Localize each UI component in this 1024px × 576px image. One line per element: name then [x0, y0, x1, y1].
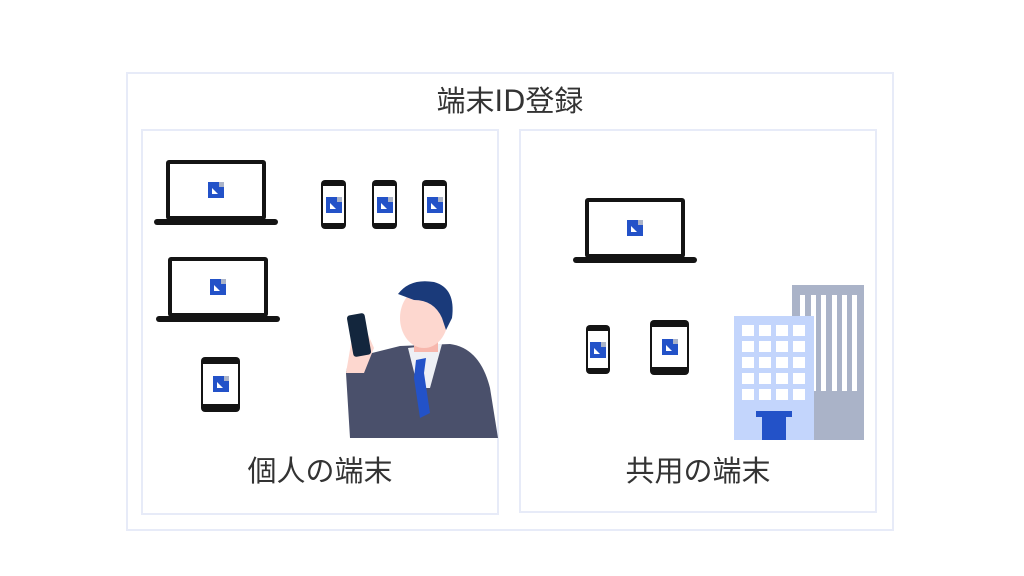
app-icon [325, 196, 342, 213]
building-window [759, 373, 771, 384]
building-window [742, 373, 754, 384]
shared-devices-panel [519, 129, 877, 513]
laptop-icon [156, 257, 280, 323]
app-icon [627, 220, 643, 236]
building-window [793, 341, 805, 352]
smartphone-icon [321, 180, 346, 229]
businessman-illustration [346, 281, 498, 438]
personal-devices-label: 個人の端末 [247, 454, 393, 488]
app-icon [212, 376, 229, 392]
building-window [759, 389, 771, 400]
smartphone-icon [372, 180, 397, 229]
building-window [776, 357, 788, 368]
app-icon [661, 339, 678, 355]
app-icon [208, 182, 224, 198]
laptop-icon [154, 160, 278, 226]
building-window [759, 357, 771, 368]
building-window [742, 389, 754, 400]
tablet-icon [201, 357, 240, 412]
shared-devices-label: 共用の端末 [625, 454, 771, 488]
smartphone-icon [422, 180, 447, 229]
app-icon [426, 196, 443, 213]
building-window [742, 341, 754, 352]
page-title: 端末ID登録 [436, 84, 584, 118]
laptop-icon [573, 198, 697, 264]
building-window [793, 357, 805, 368]
building-window [742, 325, 754, 336]
building-window [759, 341, 771, 352]
smartphone-icon [586, 325, 610, 374]
app-icon [210, 279, 226, 295]
building-window [793, 373, 805, 384]
building-window [776, 341, 788, 352]
building-window [776, 325, 788, 336]
office-building-illustration [734, 285, 864, 440]
app-icon [376, 196, 393, 213]
app-icon [590, 341, 606, 358]
building-window [776, 373, 788, 384]
tablet-icon [650, 320, 689, 375]
building-window [793, 325, 805, 336]
building-window [776, 389, 788, 400]
personal-devices-panel [141, 129, 499, 515]
building-window [759, 325, 771, 336]
building-window [793, 389, 805, 400]
registration-frame [126, 72, 894, 531]
building-window [742, 357, 754, 368]
